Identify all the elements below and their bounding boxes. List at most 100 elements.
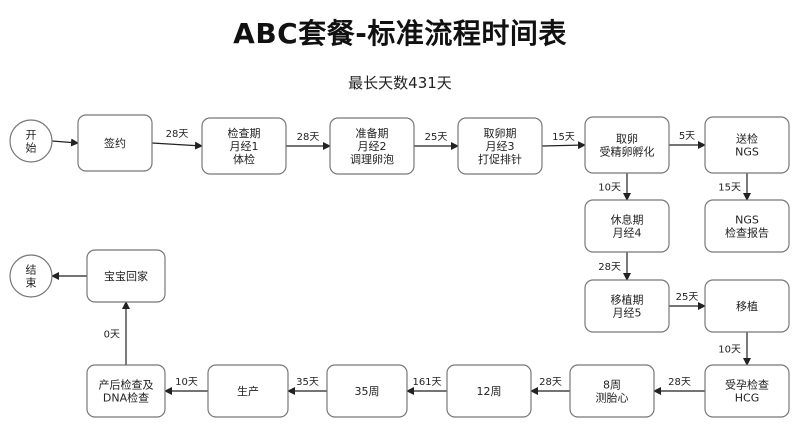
edge-birth-to-postnatal: 10天: [164, 377, 208, 395]
step-box: [77, 114, 153, 172]
step-box: [704, 364, 790, 418]
edge-label: 28天: [166, 129, 189, 140]
edge-incubate-to-sendcheck: 5天: [669, 131, 706, 149]
node-label-line: 束: [26, 277, 37, 290]
step-box: [329, 117, 415, 175]
terminal-circle: [9, 119, 53, 163]
node-label-line: 35周: [355, 385, 380, 398]
edge-hcg-to-w8: 28天: [653, 377, 705, 395]
node-label-line: 月经4: [613, 227, 642, 240]
terminal-circle: [9, 254, 53, 298]
step-box: [704, 279, 790, 333]
edge-label: 28天: [297, 132, 320, 143]
node-label-line: 检查报告: [725, 226, 769, 240]
node-end: 结束: [9, 254, 53, 298]
node-label-line: 取卵期: [484, 127, 517, 140]
node-label-line: NGS: [735, 146, 759, 159]
node-label-line: 体检: [233, 152, 255, 166]
edge-label: 5天: [679, 131, 695, 142]
page-subtitle: 最长天数431天: [348, 74, 452, 92]
edge-prep-to-retrieve: 25天: [414, 132, 459, 150]
step-box: [457, 117, 543, 175]
edge-label: 28天: [598, 262, 621, 273]
edge-arrow: [151, 141, 203, 150]
edge-arrow: [541, 141, 586, 150]
node-label-line: 8周: [603, 379, 621, 392]
step-box: [207, 364, 289, 418]
node-label-line: 休息期: [611, 213, 644, 227]
edge-label: 25天: [676, 292, 699, 303]
node-sign: 签约: [77, 114, 153, 172]
node-label-line: 产后检查及: [99, 378, 154, 392]
step-box: [326, 364, 408, 418]
node-w35: 35周: [326, 364, 408, 418]
edge-check-to-prep: 28天: [286, 132, 331, 150]
edge-arrow: [51, 138, 79, 147]
edge-label: 0天: [104, 330, 120, 341]
edge-w35-to-birth: 35天: [287, 377, 327, 395]
node-label-line: 月经3: [486, 140, 515, 153]
edge-retrieve-to-incubate: 15天: [541, 132, 586, 150]
edge-label: 28天: [539, 377, 562, 388]
node-label-line: 受精卵孵化: [600, 145, 655, 159]
edge-w12-to-w35: 161天: [406, 377, 447, 395]
edge-label: 25天: [425, 132, 448, 143]
step-box: [86, 249, 166, 303]
page-title: ABC套餐-标准流程时间表: [233, 17, 567, 50]
edge-transfer-period-to-transfer: 25天: [669, 292, 706, 310]
edge-label: 10天: [175, 377, 198, 388]
node-label-line: 准备期: [356, 126, 389, 140]
node-label-line: 开: [26, 129, 37, 142]
node-label-line: 受孕检查: [725, 378, 769, 392]
edge-label: 15天: [552, 132, 575, 143]
node-label-line: 结: [26, 264, 37, 277]
node-label-line: 签约: [104, 136, 126, 150]
node-home: 宝宝回家: [86, 249, 166, 303]
node-label-line: 月经5: [613, 307, 642, 320]
node-label-line: 宝宝回家: [104, 269, 148, 283]
node-label-line: HCG: [735, 392, 759, 405]
step-box: [704, 199, 790, 253]
edge-sign-to-check: 28天: [151, 129, 203, 150]
edge-w8-to-w12: 28天: [530, 377, 570, 395]
node-label-line: 移植: [736, 299, 758, 313]
node-label-line: 月经1: [230, 140, 259, 153]
edge-label: 28天: [668, 377, 691, 388]
step-box: [584, 279, 670, 333]
edge-transfer-to-hcg: 10天: [718, 332, 751, 366]
node-start: 开始: [9, 119, 53, 163]
node-label-line: NGS: [735, 214, 759, 227]
edge-label: 15天: [718, 183, 741, 194]
node-label-line: 检查期: [228, 126, 261, 140]
step-box: [86, 364, 166, 418]
node-birth: 生产: [207, 364, 289, 418]
edge-postnatal-to-home: 0天: [104, 301, 130, 365]
edge-start-to-sign: [51, 138, 79, 147]
node-label-line: 始: [26, 141, 37, 155]
edge-rest-to-transfer-period: 28天: [598, 252, 631, 281]
node-label-line: 12周: [477, 385, 502, 398]
step-box: [584, 116, 670, 174]
node-label-line: 生产: [237, 384, 259, 398]
step-box: [704, 116, 790, 174]
edge-label: 161天: [412, 377, 441, 388]
edge-label: 10天: [598, 183, 621, 194]
node-transfer: 移植: [704, 279, 790, 333]
node-label-line: 调理卵泡: [350, 152, 394, 166]
step-box: [584, 199, 670, 253]
step-box: [569, 364, 655, 418]
edge-sendcheck-to-ngsreport: 15天: [718, 173, 751, 201]
node-w12: 12周: [446, 364, 532, 418]
